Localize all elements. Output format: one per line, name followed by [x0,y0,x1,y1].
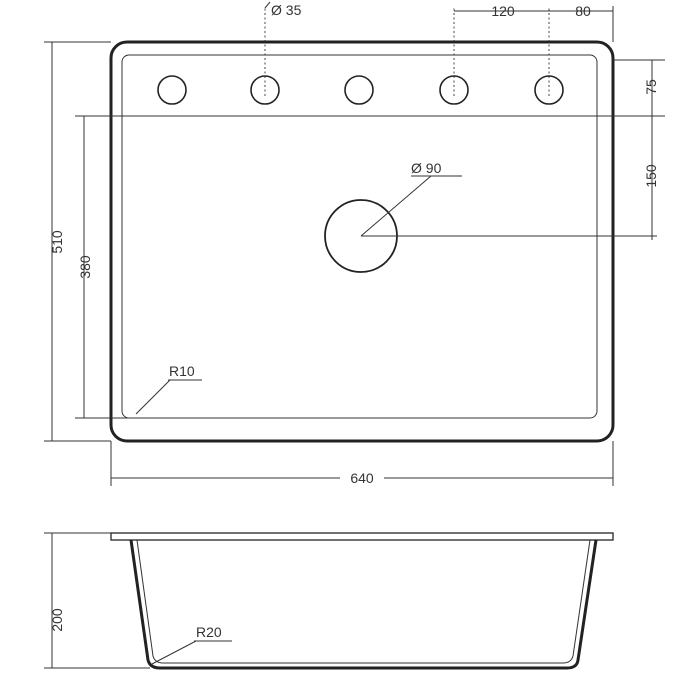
bottom-radius-label: R20 [196,624,222,640]
drain-leader-line [360,175,432,237]
tap-holes [157,75,564,105]
bowl-depth-label: 380 [77,255,93,279]
tap-hole-diameter-label: Ø 35 [271,2,302,18]
inner-radius-label: R10 [169,363,195,379]
side-view: 200 R20 [44,532,614,670]
sink-bowl-profile-inner [136,539,591,664]
sink-outer-outline [109,40,615,443]
tap-hole [157,75,187,105]
edge-offset-label: 80 [575,3,591,19]
inner-radius-leader [135,379,171,415]
plan-view: Ø 90 Ø 35 120 80 75 150 510 380 R10 [44,1,665,486]
sink-rim-section [110,532,614,541]
drain-diameter-label: Ø 90 [411,160,442,176]
tap-hole [344,75,374,105]
bottom-radius-leader [151,640,197,665]
tap-hole-leader-tick [264,1,271,9]
hole-spacing-label: 120 [491,3,515,19]
overall-depth-label: 510 [49,230,65,254]
bowl-height-label: 200 [49,608,65,632]
deck-depth-label: 75 [643,79,659,95]
drain-offset-label: 150 [643,164,659,188]
sink-bowl-profile-outer [129,539,598,670]
overall-width-label: 640 [350,470,374,486]
